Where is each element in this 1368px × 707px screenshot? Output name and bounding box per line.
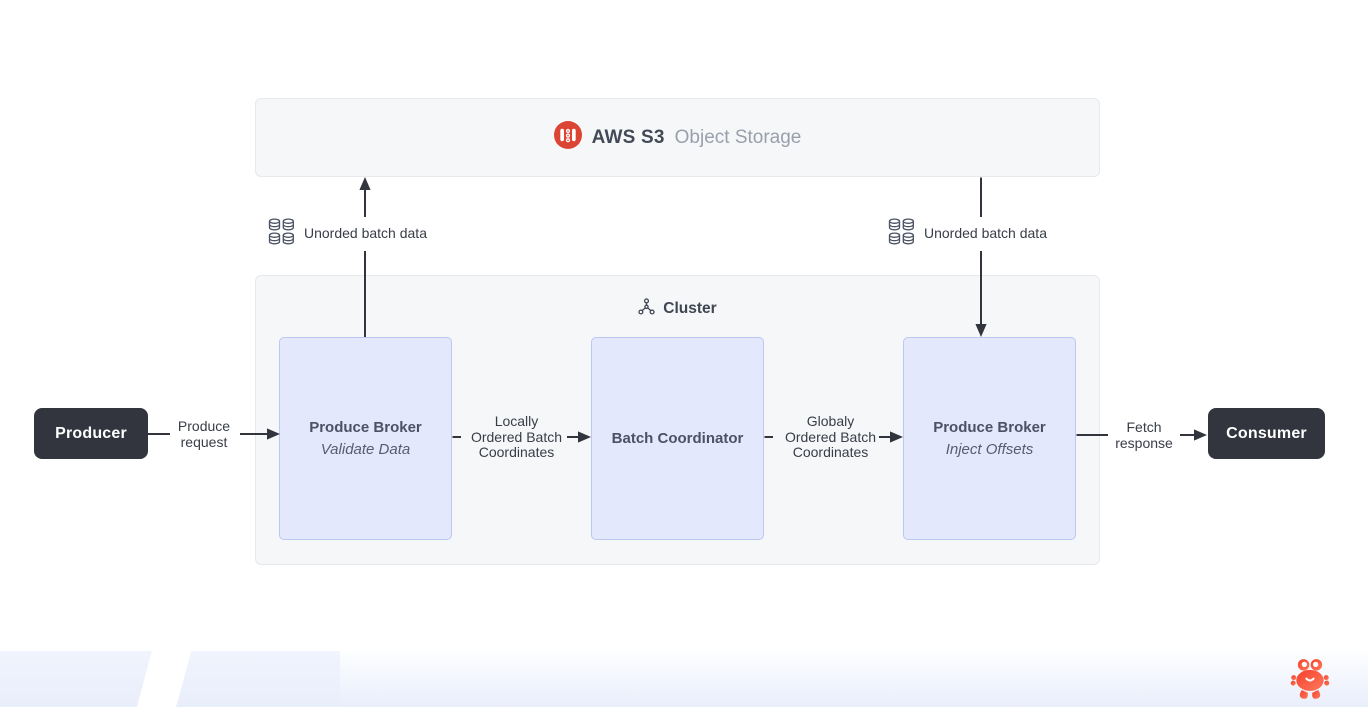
database-grid-icon xyxy=(888,217,915,249)
red-storage-logo-icon xyxy=(553,120,582,155)
edge-label-locally-ordered: Locally Ordered Batch Coordinates xyxy=(456,413,577,461)
label-line: Fetch xyxy=(1126,419,1162,435)
node-produce-broker-inject: Produce Broker Inject Offsets xyxy=(903,337,1076,540)
crab-logo-icon xyxy=(1289,656,1331,707)
node-title: Produce Broker xyxy=(309,419,422,436)
storage-panel: AWS S3 Object Storage xyxy=(255,98,1100,177)
label-line: Ordered Batch xyxy=(784,428,877,445)
cluster-network-icon xyxy=(638,298,655,320)
storage-title-row: AWS S3 Object Storage xyxy=(553,120,802,155)
node-title: Batch Coordinator xyxy=(611,430,744,447)
consumer-label: Consumer xyxy=(1226,424,1307,442)
storage-title-muted: Object Storage xyxy=(674,126,802,148)
label-line: request xyxy=(180,433,228,450)
label-line: Locally xyxy=(494,413,539,429)
label-line: Coordinates xyxy=(792,444,869,460)
label-line: response xyxy=(1115,434,1173,451)
edge-label-fetch-response: Fetch response xyxy=(1108,419,1180,451)
cluster-label: Cluster xyxy=(663,300,717,317)
label-line: Coordinates xyxy=(478,444,555,460)
storage-title-bold: AWS S3 xyxy=(591,126,665,148)
edge-label-produce-request: Produce request xyxy=(168,418,240,450)
footer-gradient xyxy=(340,651,1368,707)
footer-wedge xyxy=(134,651,192,707)
edge-label-unordered-left: Unorded batch data xyxy=(268,217,427,249)
database-grid-icon xyxy=(268,217,295,249)
edge-label-unordered-right: Unorded batch data xyxy=(888,217,1047,249)
label-line: Ordered Batch xyxy=(470,428,563,445)
cluster-title-row: Cluster xyxy=(256,298,1099,320)
footer-decoration xyxy=(0,651,1368,707)
node-title: Produce Broker xyxy=(933,419,1046,436)
unordered-label-text: Unorded batch data xyxy=(304,225,427,241)
node-consumer: Consumer xyxy=(1208,408,1325,459)
node-subtitle: Validate Data xyxy=(320,441,411,458)
label-line: Globaly xyxy=(806,413,855,429)
label-line: Produce xyxy=(177,418,231,434)
node-batch-coordinator: Batch Coordinator xyxy=(591,337,764,540)
node-producer: Producer xyxy=(34,408,148,459)
unordered-label-text: Unorded batch data xyxy=(924,225,1047,241)
node-subtitle: Inject Offsets xyxy=(945,441,1034,458)
edge-label-globally-ordered: Globaly Ordered Batch Coordinates xyxy=(770,413,891,461)
node-produce-broker-validate: Produce Broker Validate Data xyxy=(279,337,452,540)
producer-label: Producer xyxy=(55,424,127,442)
